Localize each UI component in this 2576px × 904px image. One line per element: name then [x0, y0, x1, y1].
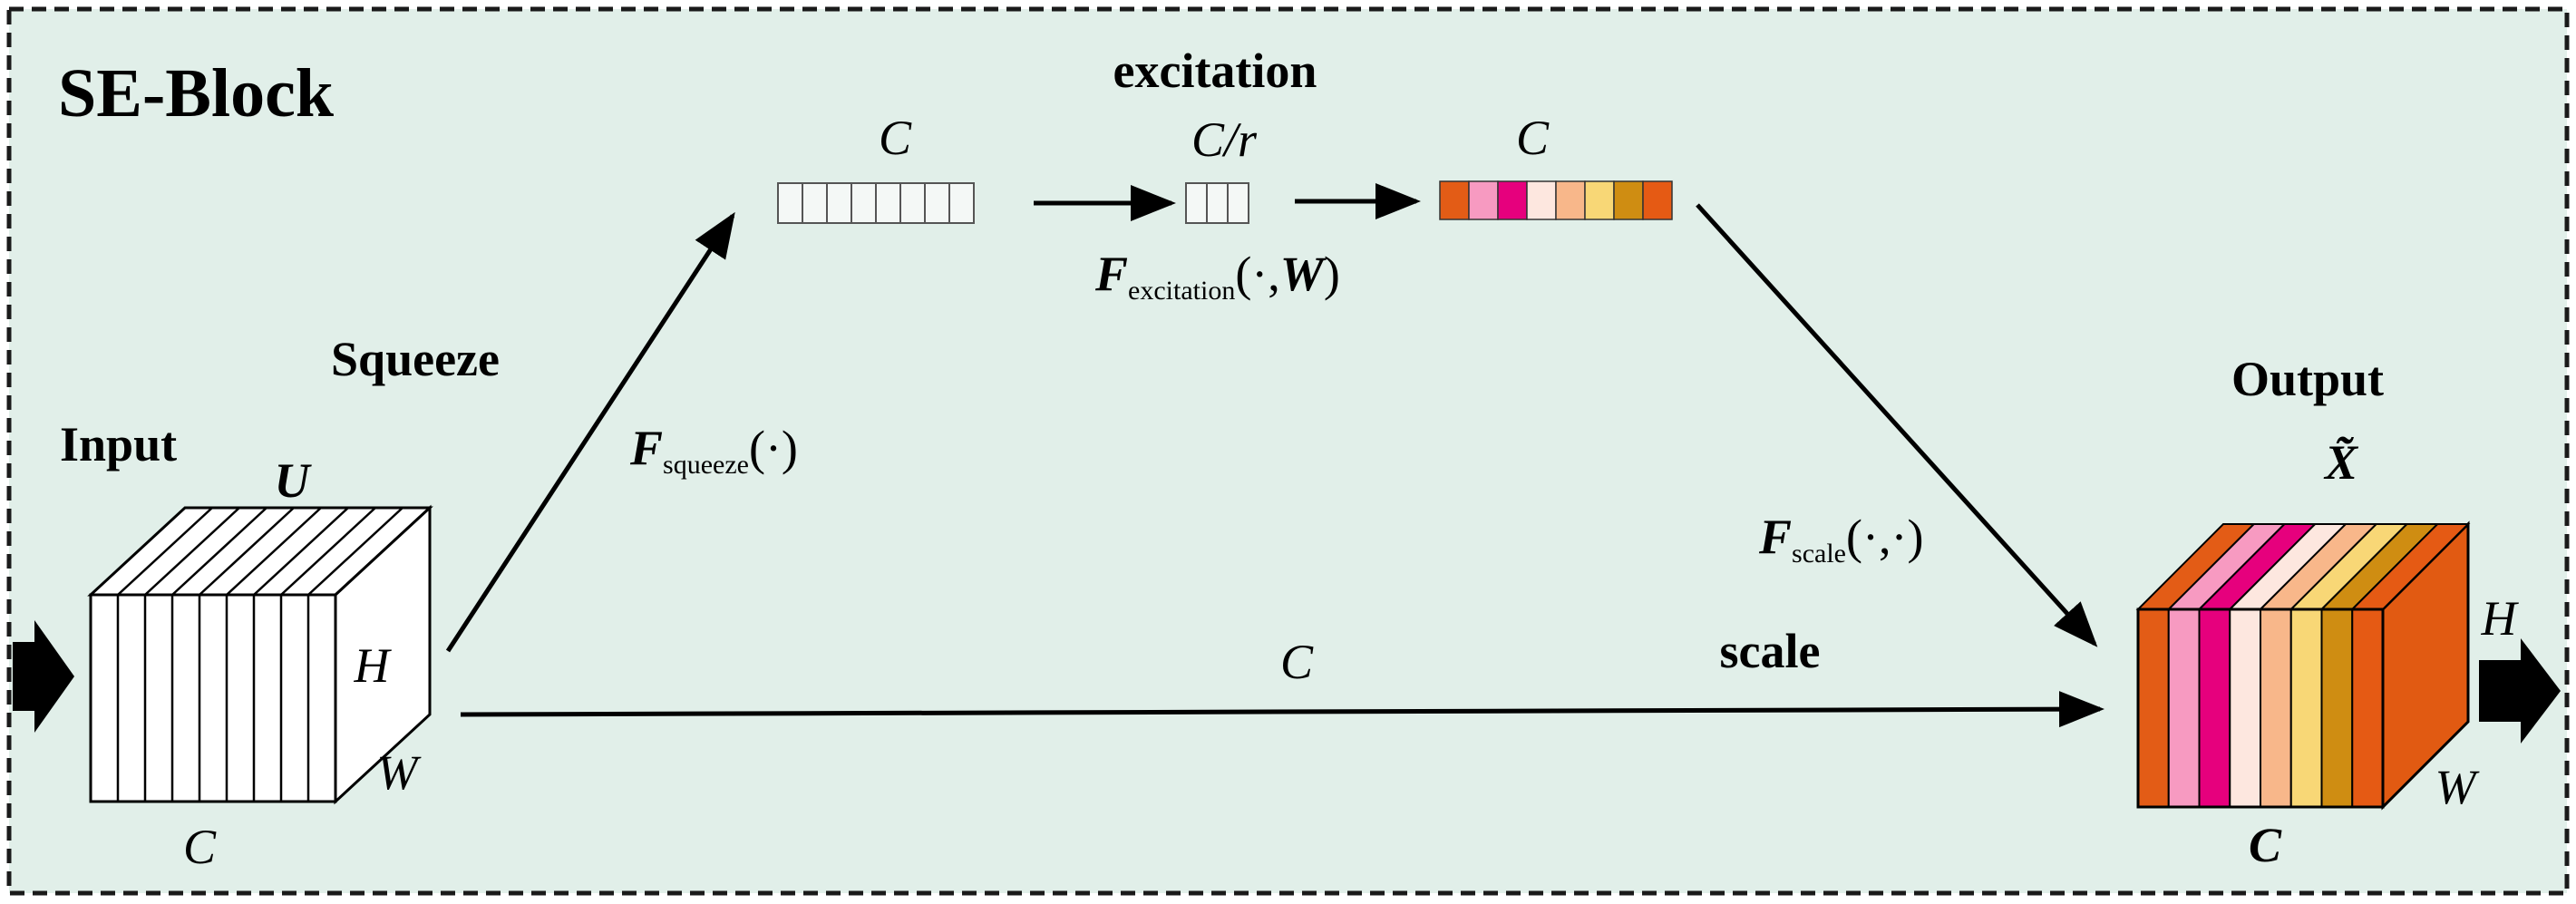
excitation-function-symbol: F [1094, 247, 1128, 301]
identity-path-label: C [1280, 635, 1314, 689]
input-slice-top-edge [253, 507, 349, 596]
squeeze-function-label: Fsqueeze(·) [629, 421, 798, 480]
input-slice-top-edge [171, 507, 267, 596]
scale-arrow [1696, 203, 2098, 647]
reduced-vector-label-text: C/r [1191, 112, 1258, 167]
output-slice-front [2320, 608, 2354, 808]
output-block-label-x: X̃ [2323, 435, 2359, 490]
output-slice-front [2167, 608, 2201, 808]
output-arrow-icon [2479, 638, 2561, 744]
squeezed-vector-cell [777, 182, 803, 224]
output-slice-front [2229, 608, 2261, 808]
input-arrow-icon [13, 620, 74, 733]
output-slice-front [2260, 608, 2292, 808]
output-slice-front [2289, 608, 2323, 808]
excitation-function-label: Fexcitation(·,W) [1094, 247, 1340, 306]
squeeze-function-symbol: F [629, 421, 663, 475]
excited-vector-cell [1439, 180, 1470, 220]
scale-function-label: Fscale(·,·) [1758, 510, 1923, 569]
output-block-label-c: C [2249, 818, 2282, 872]
input-block-label-u: U [275, 453, 313, 508]
squeezed-vector-label: C [879, 111, 912, 165]
input-slice-top-edge [199, 507, 295, 596]
squeezed-vector-cell [899, 182, 926, 224]
squeezed-vector [777, 182, 975, 224]
squeeze-arrow [445, 211, 735, 653]
scale-label: scale [1720, 624, 1821, 678]
excited-vector-cell [1613, 180, 1644, 220]
identity-arrow [460, 691, 2105, 728]
squeezed-vector-cell [802, 182, 828, 224]
excited-vector-cell [1584, 180, 1615, 220]
squeezed-vector-cell [948, 182, 975, 224]
output-slice-front [2137, 608, 2170, 808]
squeezed-vector-cell [851, 182, 877, 224]
input-slice-top-edge [307, 507, 403, 596]
output-label: Output [2231, 352, 2384, 406]
squeezed-vector-cell [826, 182, 852, 224]
scale-function-args: (·,·) [1846, 510, 1923, 564]
input-block-label-c: C [183, 820, 217, 874]
input-slice-top-edge [117, 507, 213, 596]
excited-vector-cell [1497, 180, 1528, 220]
reduced-vector-label: C/r [1191, 112, 1258, 167]
reduced-vector-cell [1206, 182, 1229, 224]
squeezed-vector-cell [875, 182, 901, 224]
scale-function-symbol: F [1758, 510, 1792, 564]
squeeze-function-args: (·) [749, 421, 798, 475]
excited-vector-cell [1468, 180, 1499, 220]
output-block-label-h: H [2481, 591, 2520, 646]
reduced-vector-cell [1185, 182, 1208, 224]
excitation-function-subscript: excitation [1128, 276, 1235, 306]
input-feature-block [87, 504, 433, 805]
excited-vector-cell [1526, 180, 1557, 220]
input-label: Input [60, 417, 177, 471]
reduced-vector-cell [1227, 182, 1249, 224]
reduced-vector [1185, 182, 1249, 224]
input-slice-top-edge [226, 507, 322, 596]
output-slice-front [2351, 608, 2384, 808]
excitation-function-weight: W [1280, 247, 1327, 301]
output-feature-block [2135, 520, 2471, 811]
input-slice-top-edge [144, 507, 240, 596]
excitation-label: excitation [1113, 44, 1317, 98]
output-block-label-w: W [2435, 760, 2481, 814]
excitation-function-args-open: (·, [1235, 247, 1279, 301]
excited-vector-label: C [1516, 111, 1550, 165]
squeeze-function-subscript: squeeze [663, 450, 749, 480]
input-slice-top-edge [280, 507, 376, 596]
input-block-label-h: H [354, 638, 393, 693]
excited-vector [1439, 180, 1673, 220]
excited-vector-cell [1642, 180, 1673, 220]
excited-vector-cell [1555, 180, 1586, 220]
input-block-front-face [89, 593, 337, 803]
input-block-label-w: W [377, 745, 423, 800]
squeeze-label: Squeeze [331, 332, 500, 386]
diagram-title: SE-Block [58, 55, 335, 131]
output-block-front-outline [2136, 608, 2385, 809]
excitation-function-args-close: ) [1324, 247, 1340, 301]
scale-function-subscript: scale [1792, 539, 1846, 569]
output-slice-front [2198, 608, 2231, 808]
squeezed-vector-cell [924, 182, 950, 224]
